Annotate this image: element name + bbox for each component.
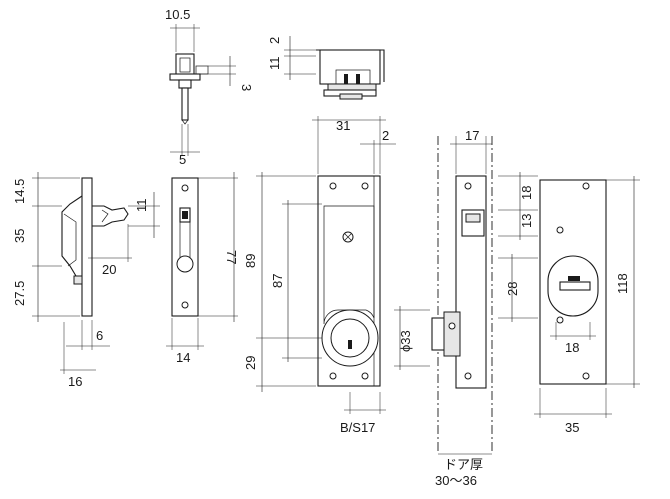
dim-side-c: 27.5 [12, 281, 27, 306]
dim-front-a: 2 [267, 37, 282, 44]
dim-top-pin: 5 [179, 152, 186, 167]
dim-side-a: 14.5 [12, 179, 27, 204]
dim-strike-width: 14 [176, 350, 190, 365]
latch-front-dimensions [284, 36, 316, 80]
dim-door-width: 17 [465, 128, 479, 143]
latch-top-view [169, 53, 209, 125]
dim-top-width: 10.5 [165, 7, 190, 22]
dim-rose-a: 18 [519, 186, 534, 200]
dim-rose-height: 118 [615, 273, 630, 294]
door-thickness-label: ドア厚 [444, 457, 483, 472]
dim-backset: B/S17 [340, 420, 375, 435]
dim-rose-d: 18 [565, 340, 579, 355]
dim-face-edge: 2 [382, 128, 389, 143]
side-profile-dimensions [32, 172, 160, 374]
dim-rose-c: 28 [505, 282, 520, 296]
dim-front-b: 11 [267, 57, 282, 71]
faceplate-dimensions [256, 116, 396, 414]
door-thickness-range: 30〜36 [435, 473, 477, 488]
dim-face-height: 89 [243, 254, 258, 268]
strike-plate-dimensions [166, 172, 238, 350]
door-section-view [431, 136, 493, 454]
dim-rose-b: 13 [519, 214, 534, 228]
dim-strike-height: 77 [224, 250, 239, 264]
dim-rose-width: 35 [565, 420, 579, 435]
dim-side-d: 6 [96, 328, 103, 343]
dim-side-f: 20 [102, 262, 116, 277]
rose-plate-view [539, 179, 607, 385]
dim-face-mid: 87 [270, 274, 285, 288]
dim-face-bottom: 29 [243, 356, 258, 370]
dim-top-step: 3 [239, 84, 254, 91]
latch-front-view [316, 49, 385, 100]
side-profile-view [61, 177, 129, 317]
dim-side-b: 35 [12, 229, 27, 243]
faceplate-view [317, 175, 381, 387]
dim-cylinder-diameter: ϕ33 [398, 330, 413, 352]
dim-side-e: 16 [68, 374, 82, 389]
dim-face-width: 31 [336, 118, 350, 133]
latch-top-dimensions [170, 24, 236, 156]
dim-side-g: 11 [134, 199, 149, 213]
rose-plate-dimensions [498, 172, 640, 418]
strike-plate-view [171, 177, 199, 317]
door-section-dimensions [394, 136, 492, 455]
